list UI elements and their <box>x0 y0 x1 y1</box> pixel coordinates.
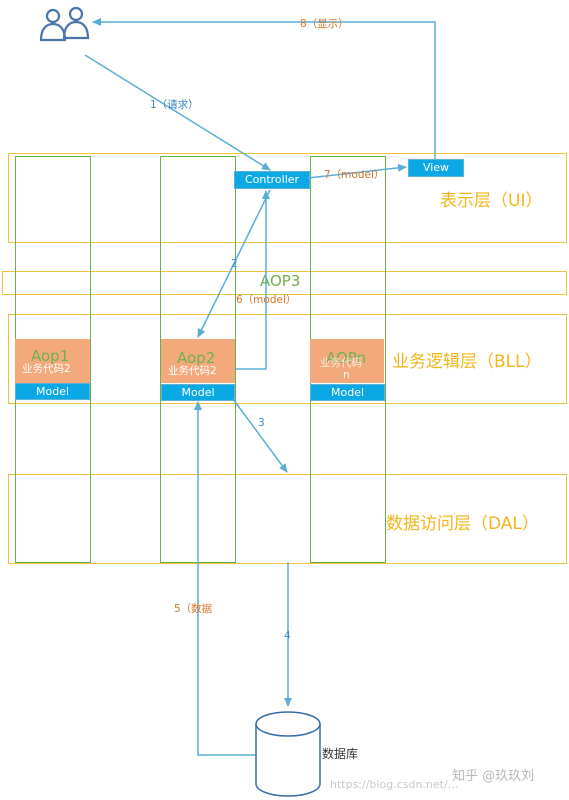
watermark-url: https://blog.csdn.net/… <box>330 778 459 791</box>
arrow-2 <box>197 189 271 338</box>
controller-box: Controller <box>234 171 310 189</box>
arrow-8-label: 8（显示） <box>300 18 349 30</box>
database-label: 数据库 <box>322 747 359 761</box>
arrow-3 <box>232 398 288 473</box>
database-icon <box>255 711 321 797</box>
module-3-code-label-2: n <box>343 369 350 381</box>
arrow-5-label: 5（数据 <box>174 603 213 615</box>
dal-layer-label: 数据访问层（DAL） <box>386 514 539 534</box>
module-2-aop-label: Aop2 <box>177 349 216 367</box>
aop3-label: AOP3 <box>260 272 301 290</box>
arrow-6-model <box>235 190 270 370</box>
module-1-model-box: Model <box>15 383 90 400</box>
module-3-model-box: Model <box>310 384 385 401</box>
module-1-code-label: 业务代码2 <box>22 363 71 375</box>
ui-layer-label: 表示层（UI） <box>440 191 543 211</box>
module-3-block <box>310 339 384 383</box>
module-3-aop-label: AOPn <box>326 349 367 367</box>
aop3-band <box>2 271 567 295</box>
arrow-6-label: 6（model） <box>236 294 297 306</box>
bll-layer-label: 业务逻辑层（BLL） <box>392 352 542 372</box>
arrow-1-label: 1（请求） <box>150 99 199 111</box>
watermark-brand: 知乎 @玖玖刘 <box>452 769 535 784</box>
arrow-5-data <box>194 401 256 756</box>
arrow-7-model <box>307 163 407 179</box>
arrow-8-display <box>92 18 436 159</box>
module-2-block <box>161 339 235 383</box>
arrow-3-label: 3 <box>258 417 265 429</box>
module-2-code-label: 业务代码2 <box>168 365 217 377</box>
view-box: View <box>408 159 464 177</box>
arrow-4-label: 4 <box>284 630 291 642</box>
module-3-code-label: 业务代码 <box>320 357 362 369</box>
bll-layer <box>8 314 567 404</box>
arrow-2-label: 2 <box>231 258 238 270</box>
module-1-aop-label: Aop1 <box>31 347 70 365</box>
arrow-1-request <box>84 54 271 171</box>
module-2-model-box: Model <box>161 384 235 401</box>
arrow-7-label: 7（model） <box>324 169 385 181</box>
ui-layer <box>8 153 567 243</box>
users-icon <box>39 6 90 42</box>
module-1-block <box>15 339 90 383</box>
